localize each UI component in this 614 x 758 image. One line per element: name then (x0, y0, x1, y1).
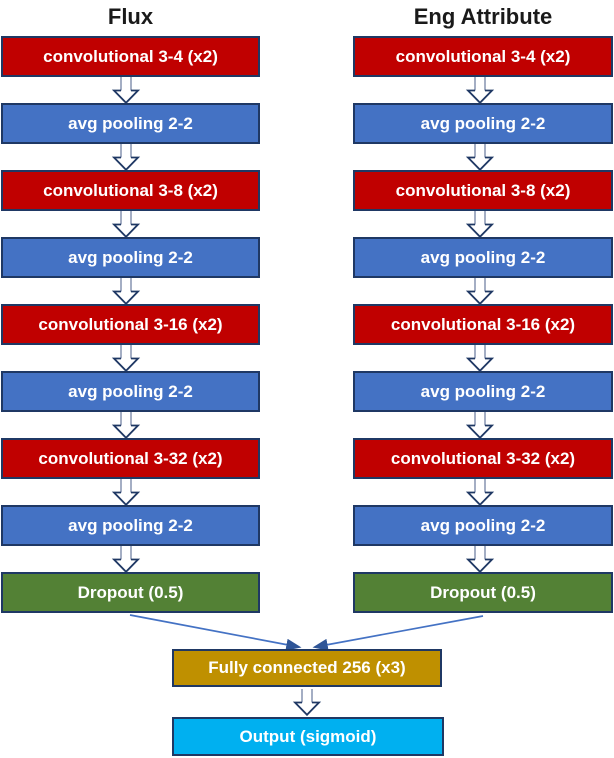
output-box: Output (sigmoid) (172, 717, 444, 756)
eng-convolutional-3-16-box: convolutional 3-16 (x2) (353, 304, 613, 345)
column-title-flux: Flux (107, 4, 154, 29)
down-arrow-icon (465, 412, 495, 439)
down-arrow-icon (111, 345, 141, 372)
eng-dropout-box: Dropout (0.5) (353, 572, 613, 613)
eng-avg-pooling-box-2: avg pooling 2-2 (353, 237, 613, 278)
down-arrow-icon (111, 144, 141, 171)
flux-convolutional-3-8-box: convolutional 3-8 (x2) (1, 170, 260, 211)
eng-avg-pooling-box-1: avg pooling 2-2 (353, 103, 613, 144)
eng-convolutional-3-8-box: convolutional 3-8 (x2) (353, 170, 613, 211)
down-arrow-icon (465, 211, 495, 238)
flux-convolutional-3-4-box: convolutional 3-4 (x2) (1, 36, 260, 77)
merge-connector-arrows (129, 614, 484, 651)
down-arrow-icon (111, 546, 141, 573)
down-arrow-icon (111, 479, 141, 506)
down-arrow-icon (465, 479, 495, 506)
down-arrow-icon (465, 345, 495, 372)
flux-avg-pooling-box-4: avg pooling 2-2 (1, 505, 260, 546)
down-arrow-icon (292, 689, 322, 716)
down-arrow-icon (465, 77, 495, 104)
down-arrow-icon (111, 77, 141, 104)
flux-dropout-box: Dropout (0.5) (1, 572, 260, 613)
down-arrow-icon (111, 211, 141, 238)
eng-avg-pooling-box-4: avg pooling 2-2 (353, 505, 613, 546)
down-arrow-icon (465, 546, 495, 573)
flux-convolutional-3-32-box: convolutional 3-32 (x2) (1, 438, 260, 479)
flux-convolutional-3-16-box: convolutional 3-16 (x2) (1, 304, 260, 345)
column-title-eng-attribute: Eng Attribute (413, 4, 553, 29)
down-arrow-icon (111, 278, 141, 305)
flux-avg-pooling-box-1: avg pooling 2-2 (1, 103, 260, 144)
eng-avg-pooling-box-3: avg pooling 2-2 (353, 371, 613, 412)
down-arrow-icon (111, 412, 141, 439)
down-arrow-icon (465, 144, 495, 171)
flux-avg-pooling-box-2: avg pooling 2-2 (1, 237, 260, 278)
eng-convolutional-3-4-box: convolutional 3-4 (x2) (353, 36, 613, 77)
fully-connected-box: Fully connected 256 (x3) (172, 649, 442, 687)
eng-convolutional-3-32-box: convolutional 3-32 (x2) (353, 438, 613, 479)
down-arrow-icon (465, 278, 495, 305)
flux-avg-pooling-box-3: avg pooling 2-2 (1, 371, 260, 412)
